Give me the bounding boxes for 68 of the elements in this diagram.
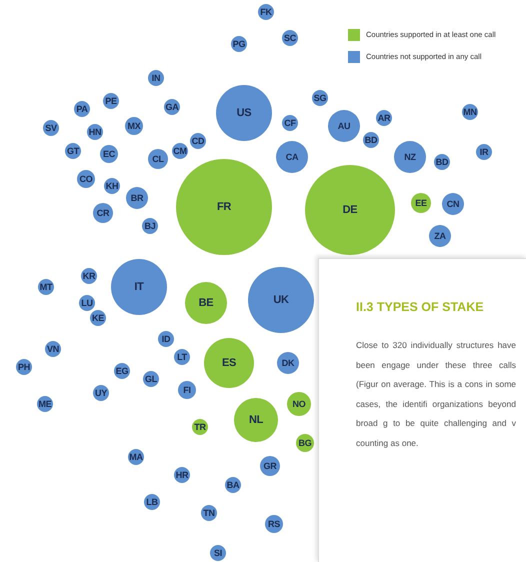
country-bubble: MN [462,104,478,120]
country-bubble: CM [172,143,188,159]
country-bubble: EC [100,145,118,163]
country-bubble: LT [174,349,190,365]
country-bubble: BR [126,187,148,209]
country-bubble: PH [16,359,32,375]
country-bubble: GA [164,99,180,115]
country-bubble: KE [90,310,106,326]
country-bubble: TN [201,505,217,521]
country-bubble: AU [328,110,360,142]
section-heading: II.3 TYPES OF STAKE [356,300,484,314]
country-bubble: ES [204,338,254,388]
country-bubble: NO [287,392,311,416]
country-bubble: GR [260,456,280,476]
country-bubble: SI [210,545,226,561]
country-bubble: GL [143,371,159,387]
country-bubble: VN [45,341,61,357]
country-bubble: UY [93,385,109,401]
country-bubble: UK [248,267,314,333]
country-bubble: FR [176,159,272,255]
country-bubble: ZA [429,225,451,247]
country-bubble: CL [148,149,168,169]
country-bubble: BG [296,434,314,452]
country-bubble: BE [185,282,227,324]
country-bubble: DE [305,165,395,255]
country-bubble: MA [128,449,144,465]
country-bubble: US [216,85,272,141]
country-bubble: EE [411,193,431,213]
country-bubble: BA [225,477,241,493]
country-bubble: BD [434,154,450,170]
country-bubble: ID [158,331,174,347]
country-bubble: CD [190,133,206,149]
country-bubble: CA [276,141,308,173]
country-bubble: HR [174,467,190,483]
country-bubble: DK [277,352,299,374]
country-bubble: FI [178,381,196,399]
country-bubble: TR [192,419,208,435]
country-bubble: CR [93,203,113,223]
country-bubble: LB [144,494,160,510]
country-bubble: IT [111,259,167,315]
country-bubble: MX [125,117,143,135]
country-bubble: BD [363,132,379,148]
body-paragraph: Close to 320 individually structures have been engage under these three calls (Figur on average. This is a cons in some cases, the identifi organizations beyond broad g to be quite challenging and v counting as one. [356,339,516,450]
country-bubble: RS [265,515,283,533]
country-bubble: ME [37,396,53,412]
country-bubble: IN [148,70,164,86]
country-bubble: SC [282,30,298,46]
country-bubble: CN [442,193,464,215]
country-bubble: HN [87,124,103,140]
country-bubble: CO [77,170,95,188]
country-bubble: GT [65,143,81,159]
country-bubble: NL [234,398,278,442]
country-bubble: KH [104,178,120,194]
country-bubble: BJ [142,218,158,234]
country-bubble: LU [79,295,95,311]
country-bubble: CF [282,115,298,131]
country-bubble: FK [258,4,274,20]
country-bubble: MT [38,279,54,295]
country-bubble: EG [114,363,130,379]
country-bubble: SV [43,120,59,136]
country-bubble: KR [81,268,97,284]
country-bubble: PA [74,101,90,117]
country-bubble: AR [376,110,392,126]
country-bubble: PG [231,36,247,52]
country-bubble: SG [312,90,328,106]
country-bubble: NZ [394,141,426,173]
country-bubble: IR [476,144,492,160]
country-bubble: PE [103,93,119,109]
